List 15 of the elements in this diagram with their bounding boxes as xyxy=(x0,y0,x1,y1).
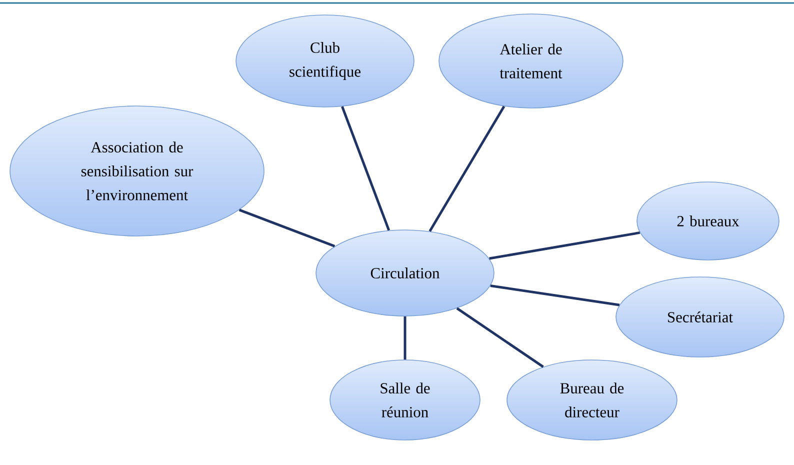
ellipse-node: Club scientifique xyxy=(236,14,414,108)
ellipse-node: Salle de réunion xyxy=(330,360,480,440)
connector-line xyxy=(489,231,640,260)
ellipse-node: Circulation xyxy=(316,230,494,316)
connector-line xyxy=(456,307,544,368)
connector-line xyxy=(341,106,390,231)
connector-line xyxy=(404,316,406,360)
connector-line xyxy=(428,106,506,232)
ellipse-node: Secrétariat xyxy=(616,276,784,358)
ellipse-node: Bureau de directeur xyxy=(506,360,678,440)
ellipse-node: Atelier de traitement xyxy=(438,14,624,108)
ellipse-node: 2 bureaux xyxy=(636,182,780,260)
connector-line xyxy=(238,208,336,248)
connector-line xyxy=(490,284,620,306)
ellipse-node: Association de sensibilisation sur l’environnement xyxy=(10,106,264,236)
